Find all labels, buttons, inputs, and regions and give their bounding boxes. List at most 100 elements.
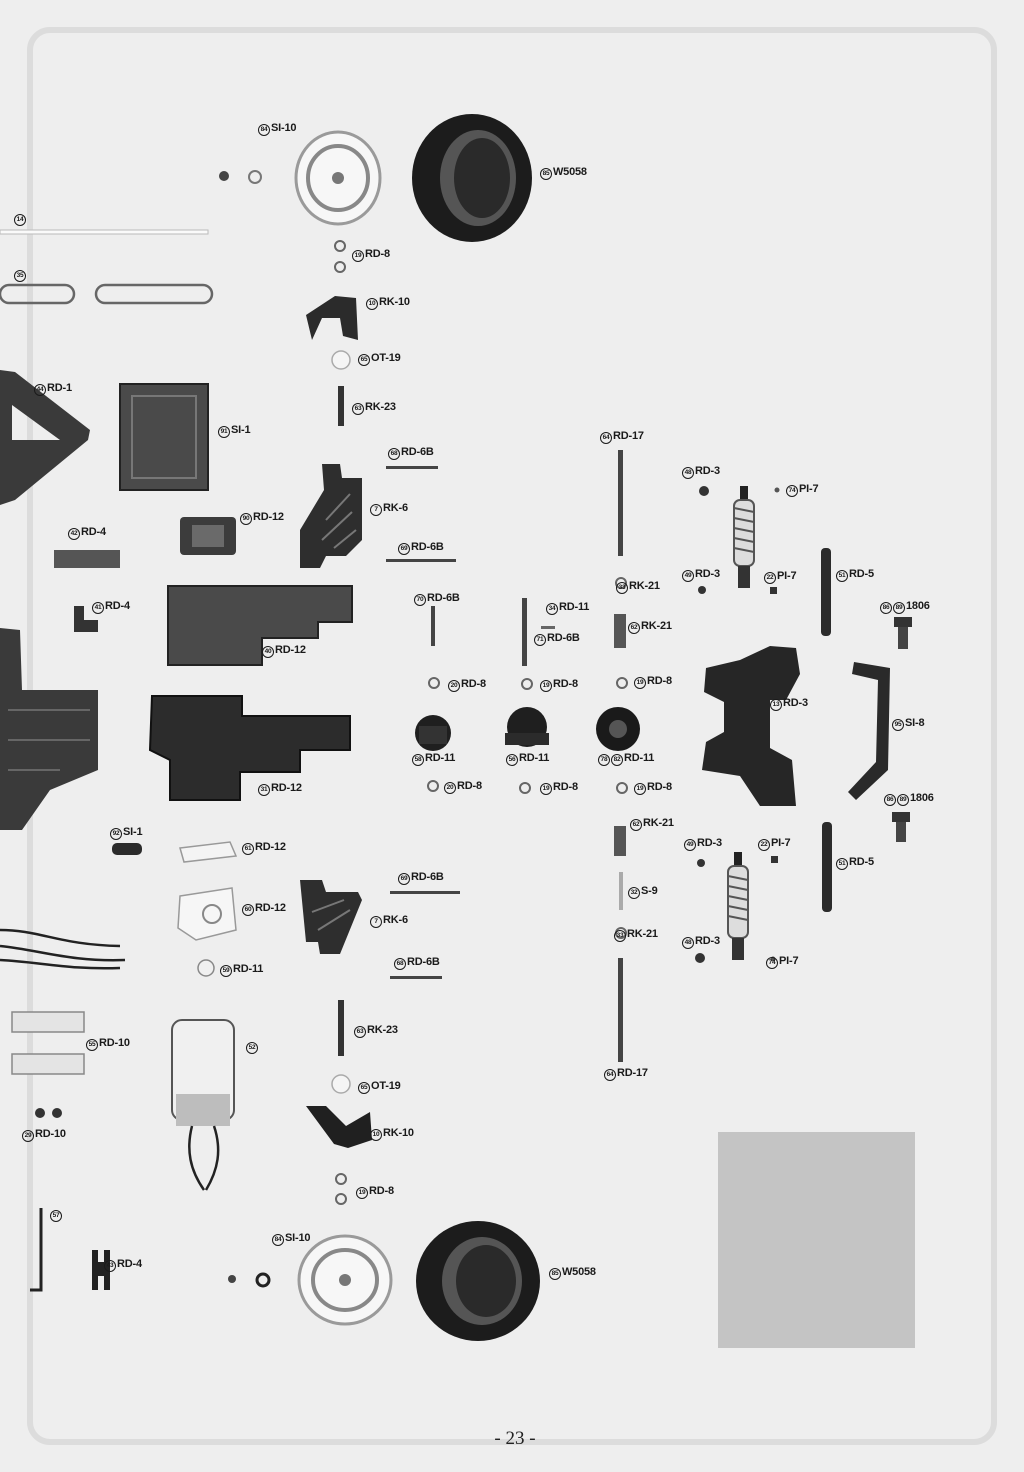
part-number-circle: 68 <box>388 448 400 460</box>
part-code: RD-4 <box>117 1258 142 1270</box>
part-number-circle: 44 <box>34 384 46 396</box>
part-number-circle: 64 <box>604 1069 616 1081</box>
part-number-circle: 49 <box>684 839 696 851</box>
part-number-circle: 34 <box>546 603 558 615</box>
part-number-circle: 10 <box>366 298 378 310</box>
part-number-circle: 62 <box>630 819 642 831</box>
part-code: RD-5 <box>849 856 874 868</box>
part-number-circle: 7 <box>370 504 382 516</box>
part-code: RK-21 <box>629 580 660 592</box>
part-code: RK-21 <box>627 928 658 940</box>
part-number-circle: 71 <box>534 634 546 646</box>
part-label-p14: 14 <box>14 212 27 226</box>
part-number-circle: 74 <box>786 485 798 497</box>
part-code: RK-10 <box>379 296 410 308</box>
part-number-circle: 20 <box>444 782 456 794</box>
part-code: RD-8 <box>553 678 578 690</box>
part-code: RD-5 <box>849 568 874 580</box>
part-number-circle: 84 <box>272 1234 284 1246</box>
part-label-p57: 57 <box>50 1208 63 1222</box>
part-number-circle: 19 <box>540 783 552 795</box>
part-number-circle: 86 <box>880 602 892 614</box>
part-number-circle: 74 <box>766 957 778 969</box>
part-code: RD-6B <box>411 871 444 883</box>
part-code: PI-7 <box>771 837 791 849</box>
part-code: RD-6B <box>427 592 460 604</box>
part-number-circle: 68 <box>394 958 406 970</box>
part-number-circle: 56 <box>506 754 518 766</box>
part-code: RD-11 <box>624 752 655 764</box>
part-number-circle: 13 <box>770 699 782 711</box>
part-number-circle: 85 <box>540 168 552 180</box>
part-number-circle: 55 <box>86 1039 98 1051</box>
part-code: RK-6 <box>383 502 408 514</box>
part-number-circle: 86 <box>884 794 896 806</box>
part-number-circle: 40 <box>262 646 274 658</box>
part-code: OT-19 <box>371 352 401 364</box>
part-code: PI-7 <box>779 955 799 967</box>
part-number-circle-alt: 89 <box>893 602 905 614</box>
part-code: RD-8 <box>553 781 578 793</box>
front-tire-image <box>412 114 532 242</box>
part-number-circle: 19 <box>634 783 646 795</box>
part-number-circle: 78 <box>598 754 610 766</box>
part-code: 1806 <box>910 792 934 804</box>
part-number-circle: 14 <box>14 214 26 226</box>
part-number-circle: 33 <box>614 930 626 942</box>
part-number-circle-alt: 82 <box>611 754 623 766</box>
part-code: RK-6 <box>383 914 408 926</box>
part-number-circle: 29 <box>22 1130 34 1142</box>
part-code: RD-10 <box>35 1128 66 1140</box>
front-shock-absorber-image <box>733 486 755 588</box>
part-number-circle: 31 <box>258 784 270 796</box>
part-number-circle: 64 <box>600 432 612 444</box>
part-code: SI-1 <box>123 826 143 838</box>
part-code: RD-4 <box>81 526 106 538</box>
part-number-circle: 33 <box>616 582 628 594</box>
rear-shock-absorber-image <box>727 852 749 960</box>
part-code: RD-3 <box>697 837 722 849</box>
part-number-circle: 51 <box>836 570 848 582</box>
part-code: RD-6B <box>407 956 440 968</box>
part-code: RD-6B <box>411 541 444 553</box>
part-code: RD-3 <box>783 697 808 709</box>
part-number-circle: 91 <box>218 426 230 438</box>
part-code: RD-17 <box>613 430 644 442</box>
part-number-circle: 49 <box>682 570 694 582</box>
part-code: RD-12 <box>275 644 306 656</box>
